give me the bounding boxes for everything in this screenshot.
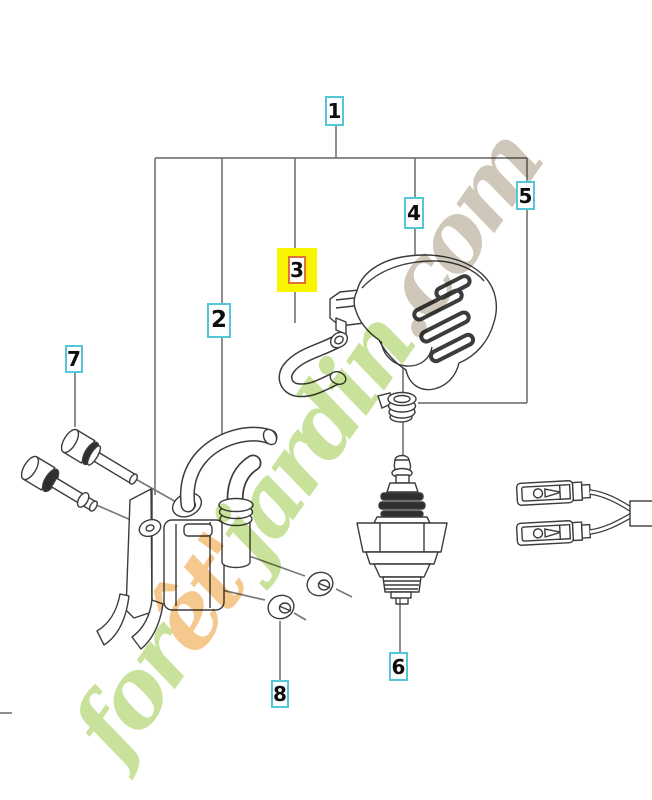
- boot-elbow-drawing: [278, 331, 349, 398]
- bolt-drawing-lower: [20, 455, 98, 512]
- callout-1[interactable]: 1: [325, 96, 344, 126]
- callout-3-highlight[interactable]: 3: [277, 248, 317, 292]
- collar-clamp-drawing: [377, 391, 417, 423]
- spark-plug-drawing: [356, 454, 448, 605]
- callout-8[interactable]: 8: [271, 680, 289, 708]
- ignition-module-drawing: [96, 426, 278, 650]
- handlebar-tube-drawing: [179, 426, 278, 513]
- callout-5[interactable]: 5: [516, 181, 535, 210]
- grommet-drawing-left: [267, 594, 295, 620]
- throttle-trigger-drawing: [329, 254, 497, 391]
- callout-4[interactable]: 4: [404, 197, 424, 229]
- callout-3[interactable]: 3: [288, 256, 306, 284]
- callout-2[interactable]: 2: [207, 303, 231, 338]
- grommet-drawing-right: [306, 571, 334, 597]
- callout-leader-lines: [0, 126, 528, 714]
- wire-connectors-drawing: [515, 480, 652, 546]
- callout-7[interactable]: 7: [65, 345, 83, 373]
- callout-6[interactable]: 6: [389, 652, 408, 681]
- bolt-drawing-upper: [60, 428, 138, 485]
